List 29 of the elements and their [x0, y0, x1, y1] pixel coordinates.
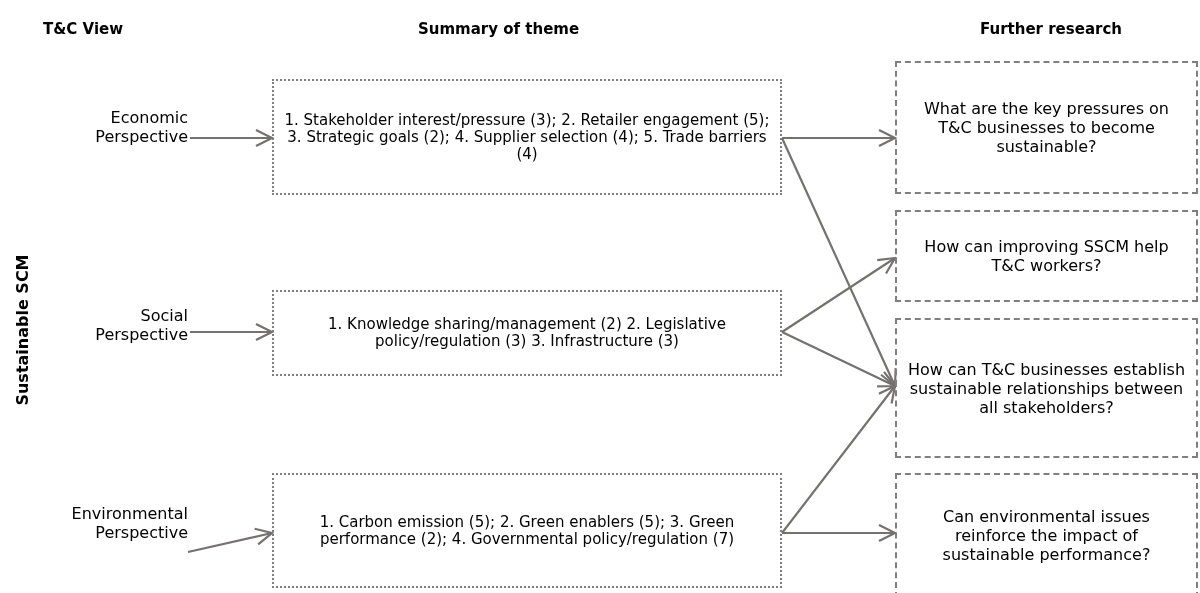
- theme-summary-box: [272, 79, 782, 195]
- research-question-text: What are the key pressures on T&C businesses to become sustainable?: [923, 99, 1170, 156]
- theme-summary-text: 1. Stakeholder interest/pressure (3); 2. Retailer engagement (5); 3. Strategic goals (2); 4. Supplier selection (4); 5. Trade barriers (4): [283, 111, 771, 163]
- theme-summary-box: [272, 290, 782, 376]
- arrow: [187, 527, 274, 554]
- research-question-text: How can T&C businesses establish sustainable relationships between all stakeholders?: [907, 359, 1186, 417]
- perspective-label: Economic Perspective: [60, 100, 188, 154]
- arrow: [781, 256, 897, 333]
- arrow: [190, 322, 274, 342]
- column-heading: T&C View: [43, 20, 124, 38]
- perspective-label: Social Perspective: [60, 298, 188, 352]
- theme-summary-text: 1. Carbon emission (5); 2. Green enablers (5); 3. Green performance (2); 4. Governmental policy/regulation (7): [318, 513, 736, 548]
- research-question-box: [895, 61, 1198, 194]
- arrow: [190, 128, 274, 148]
- arrow: [781, 384, 897, 534]
- arrow: [782, 523, 897, 543]
- research-question-box: [895, 318, 1198, 458]
- arrow: [782, 128, 897, 148]
- column-heading: Summary of theme: [418, 20, 580, 38]
- theme-summary-text: 1. Knowledge sharing/management (2) 2. Legislative policy/regulation (3) 3. Infrastructure (3): [327, 316, 727, 350]
- column-heading: Further research: [980, 20, 1122, 38]
- perspective-label: Environmental Perspective: [30, 496, 188, 550]
- theme-summary-box: [272, 473, 782, 588]
- axis-heading: Sustainable SCM: [12, 254, 32, 406]
- research-question-box: [895, 473, 1198, 593]
- arrow: [781, 331, 897, 388]
- research-question-box: [895, 210, 1198, 302]
- research-question-text: Can environmental issues reinforce the impact of sustainable performance?: [941, 507, 1152, 564]
- research-question-text: How can improving SSCM help T&C workers?: [923, 237, 1170, 275]
